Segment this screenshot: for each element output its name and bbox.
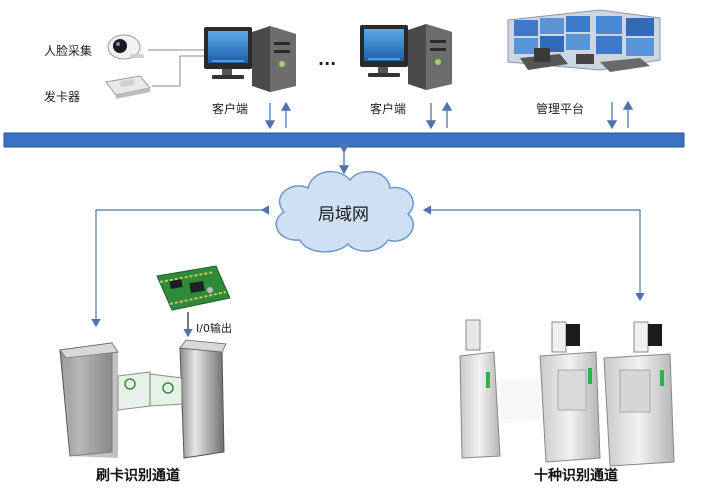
lan-label: 局域网 — [318, 205, 369, 225]
peripheral-connector — [152, 55, 205, 87]
network-bus — [3, 132, 685, 148]
host-bus-arrows — [264, 100, 634, 130]
client-pc-1 — [204, 26, 296, 92]
lan-right-link — [426, 209, 645, 302]
card-issuer-icon — [105, 75, 151, 99]
face-camera-icon — [107, 34, 144, 60]
controller-board-icon — [156, 265, 231, 311]
lan-left-link — [91, 209, 262, 328]
right-turnstile-label: 十种识别通道 — [534, 468, 618, 484]
face-capture-label: 人脸采集 — [44, 44, 93, 58]
client-1-label: 客户端 — [212, 102, 249, 116]
io-output-label: I/0输出 — [196, 322, 232, 335]
card-issuer-label: 发卡器 — [44, 90, 81, 104]
client-pc-2 — [360, 24, 452, 90]
management-platform-icon — [507, 9, 661, 72]
client-2-label: 客户端 — [370, 102, 407, 116]
swing-turnstile-left — [59, 339, 227, 459]
multi-mode-turnstile-right — [459, 319, 675, 467]
mgmt-platform-label: 管理平台 — [536, 102, 585, 116]
lan-cloud-icon — [275, 170, 415, 253]
left-turnstile-label: 刷卡识别通道 — [96, 468, 180, 484]
ellipsis-label: ... — [318, 50, 337, 69]
